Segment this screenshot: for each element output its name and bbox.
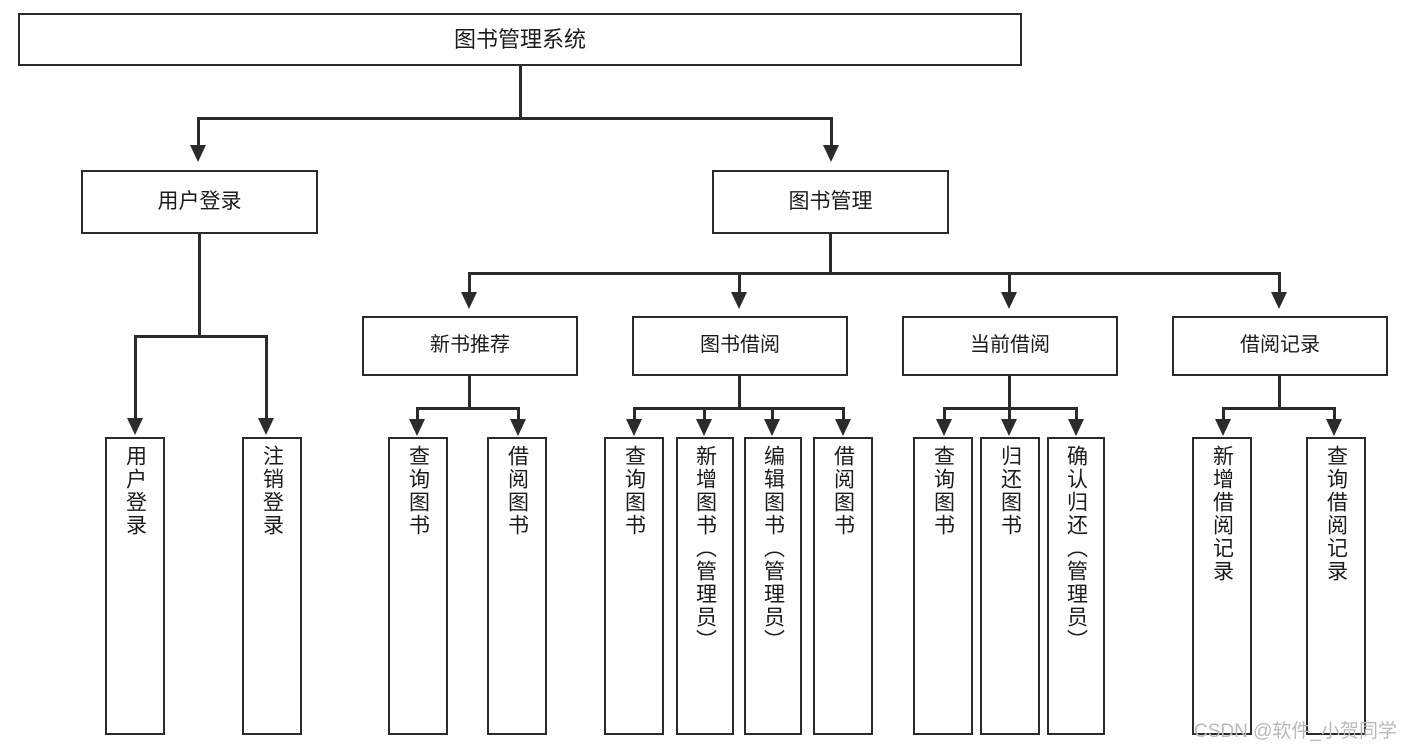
node-label: 当前借阅 [970, 334, 1050, 357]
node-label: 查询图书 [931, 445, 955, 537]
node-label: 新增图书（管理员） [693, 445, 717, 652]
node-label: 注销登录 [260, 445, 284, 537]
arrowhead-cb-leaf-3 [1068, 419, 1084, 436]
connector-book-borrow-stem [738, 376, 741, 409]
connector-user-login-stem [198, 234, 201, 336]
node-label: 借阅图书 [505, 445, 529, 537]
connector-new-book-bus [416, 407, 520, 410]
node-label: 借阅图书 [831, 445, 855, 537]
connector-book-borrow-to-leaf-1 [633, 407, 636, 421]
arrowhead-rc-leaf-1 [1215, 419, 1231, 436]
node-label: 图书管理系统 [453, 26, 586, 52]
arrowhead-bw-leaf-4 [835, 419, 851, 436]
arrowhead-nb-leaf-2 [510, 419, 526, 436]
connector-book-manage-to-current [1008, 272, 1011, 294]
arrowhead-new-book [461, 292, 477, 309]
connector-current-borrow-to-leaf-1 [943, 407, 946, 421]
arrowhead-bw-leaf-2 [696, 419, 712, 436]
connector-book-manage-to-new-book [468, 272, 471, 294]
connector-borrow-record-bus [1222, 407, 1336, 410]
connector-borrow-record-to-leaf-2 [1333, 407, 1336, 421]
connector-current-borrow-stem [1008, 376, 1011, 409]
connector-new-book-to-leaf-1 [416, 407, 419, 421]
node-label: 用户登录 [157, 189, 242, 213]
leaf-cb-confirm-return-admin[interactable]: 确认归还（管理员） [1047, 437, 1105, 735]
node-label: 用户登录 [123, 445, 147, 537]
connector-root-bus [197, 117, 833, 120]
connector-book-manage-to-borrow [738, 272, 741, 294]
connector-user-login-to-leaf-1 [134, 335, 137, 420]
connector-borrow-record-stem [1278, 376, 1281, 409]
connector-book-borrow-to-leaf-2 [703, 407, 706, 421]
arrowhead-bw-leaf-1 [626, 419, 642, 436]
node-book-borrow[interactable]: 图书借阅 [632, 316, 848, 376]
node-label: 查询借阅记录 [1324, 445, 1348, 583]
node-label: 图书管理 [788, 189, 873, 213]
arrowhead-record [1271, 292, 1287, 309]
leaf-bw-edit-book-admin[interactable]: 编辑图书（管理员） [744, 437, 802, 735]
connector-new-book-stem [468, 376, 471, 409]
connector-user-login-to-leaf-2 [265, 335, 268, 420]
leaf-user-login[interactable]: 用户登录 [105, 437, 165, 735]
arrowhead-current [1001, 292, 1017, 309]
leaf-bw-add-book-admin[interactable]: 新增图书（管理员） [676, 437, 734, 735]
connector-root-to-book-manage [830, 117, 833, 147]
node-label: 借阅记录 [1240, 334, 1320, 357]
leaf-nb-borrow-book[interactable]: 借阅图书 [487, 437, 547, 735]
connector-new-book-to-leaf-2 [517, 407, 520, 421]
watermark: CSDN @软件_小贺同学 [1194, 721, 1397, 742]
arrowhead-leaf-user-login [127, 418, 143, 435]
arrowhead-cb-leaf-2 [1001, 419, 1017, 436]
node-label: 归还图书 [998, 445, 1022, 537]
leaf-nb-query-book[interactable]: 查询图书 [388, 437, 448, 735]
connector-user-login-bus [134, 335, 268, 338]
node-book-manage[interactable]: 图书管理 [712, 170, 949, 234]
arrowhead-borrow [731, 292, 747, 309]
arrowhead-bw-leaf-3 [764, 419, 780, 436]
connector-book-manage-to-record [1278, 272, 1281, 294]
node-label: 查询图书 [406, 445, 430, 537]
arrowhead-nb-leaf-1 [409, 419, 425, 436]
connector-borrow-record-to-leaf-1 [1222, 407, 1225, 421]
node-new-book-recommend[interactable]: 新书推荐 [362, 316, 578, 376]
node-root-system[interactable]: 图书管理系统 [18, 13, 1022, 66]
connector-book-borrow-to-leaf-3 [771, 407, 774, 421]
node-borrow-record[interactable]: 借阅记录 [1172, 316, 1388, 376]
connector-book-manage-bus [468, 272, 1281, 275]
connector-root-stem [519, 66, 522, 118]
node-user-login[interactable]: 用户登录 [81, 170, 318, 234]
arrowhead-user-login [190, 145, 206, 162]
node-label: 确认归还（管理员） [1064, 445, 1088, 652]
connector-book-borrow-bus [633, 407, 845, 410]
leaf-rc-query-record[interactable]: 查询借阅记录 [1306, 437, 1366, 735]
leaf-bw-query-book[interactable]: 查询图书 [604, 437, 664, 735]
leaf-cb-return-book[interactable]: 归还图书 [980, 437, 1040, 735]
node-label: 新增借阅记录 [1210, 445, 1234, 583]
leaf-logout[interactable]: 注销登录 [242, 437, 302, 735]
node-label: 编辑图书（管理员） [761, 445, 785, 652]
connector-current-borrow-to-leaf-3 [1075, 407, 1078, 421]
node-label: 查询图书 [622, 445, 646, 537]
connector-current-borrow-to-leaf-2 [1008, 407, 1011, 421]
node-label: 新书推荐 [430, 334, 510, 357]
arrowhead-leaf-logout [258, 418, 274, 435]
arrowhead-book-manage [823, 145, 839, 162]
leaf-bw-borrow-book[interactable]: 借阅图书 [813, 437, 873, 735]
arrowhead-cb-leaf-1 [936, 419, 952, 436]
connector-book-borrow-to-leaf-4 [842, 407, 845, 421]
connector-root-to-user-login [197, 117, 200, 147]
arrowhead-rc-leaf-2 [1326, 419, 1342, 436]
connector-book-manage-stem [829, 234, 832, 274]
node-current-borrow[interactable]: 当前借阅 [902, 316, 1118, 376]
node-label: 图书借阅 [700, 334, 780, 357]
leaf-cb-query-book[interactable]: 查询图书 [913, 437, 973, 735]
leaf-rc-add-record[interactable]: 新增借阅记录 [1192, 437, 1252, 735]
